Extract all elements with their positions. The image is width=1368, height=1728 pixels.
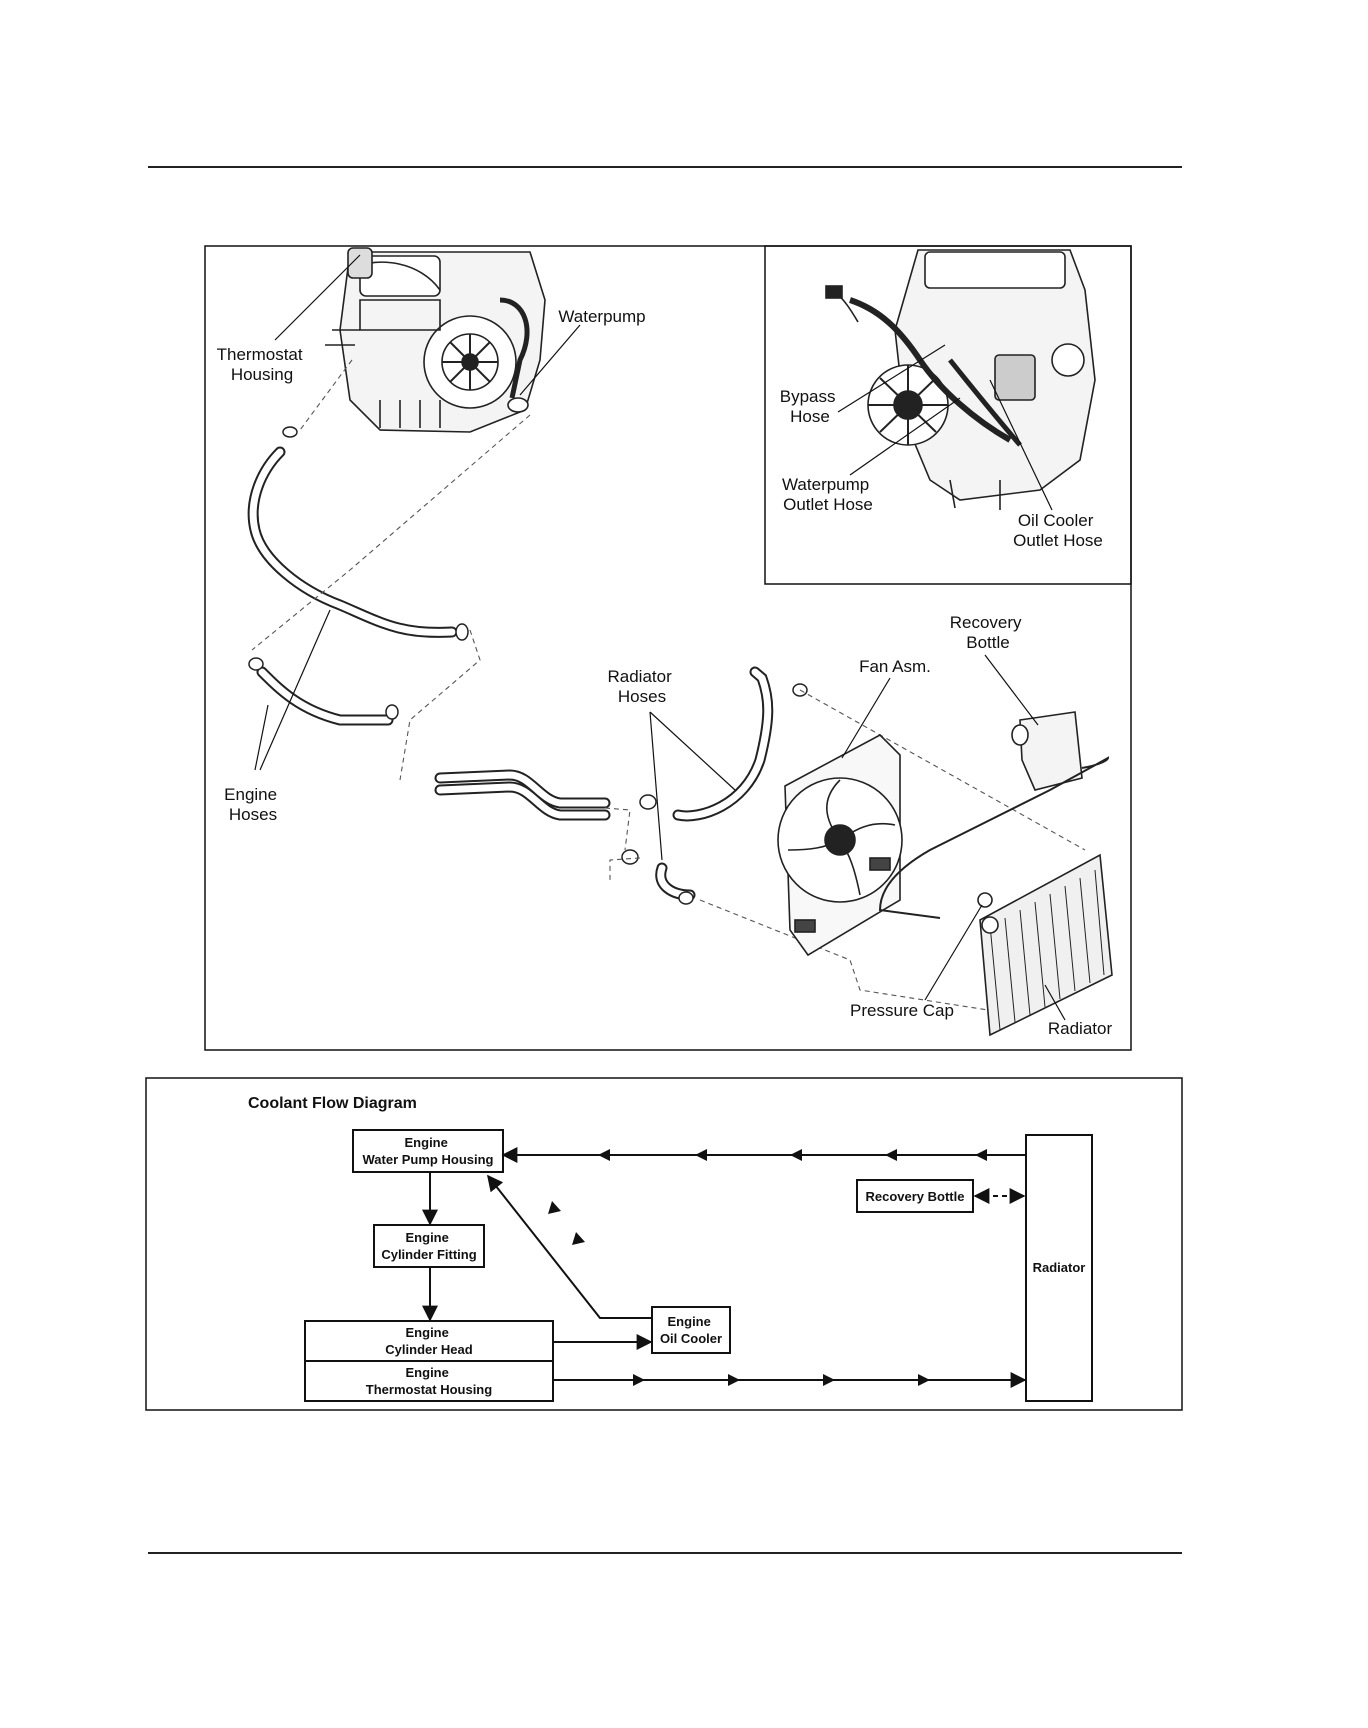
svg-text:Engine Cylinder Fitting: Engine Cylinder Fitting [381, 1230, 476, 1262]
fan-assembly-drawing [777, 734, 903, 957]
callout-waterpump: Waterpump [558, 307, 645, 326]
box-oil-cooler-line1: Engine [668, 1314, 711, 1329]
callout-fan-asm: Fan Asm. [859, 657, 931, 676]
box-water-pump-housing [352, 1129, 504, 1173]
box-recovery-bottle [856, 1179, 974, 1213]
inset-engine-drawing [825, 249, 1096, 510]
box-cylinder-fitting-line2: Cylinder Fitting [381, 1247, 476, 1262]
routing-lines [251, 359, 1086, 1016]
flow-diagram-frame [145, 1077, 1183, 1411]
callout-thermostat-housing: Thermostat Housing [217, 345, 308, 384]
callout-radiator: Radiator [1048, 1019, 1113, 1038]
callout-radiator-hoses: Radiator Hoses [608, 667, 677, 706]
callout-recovery-bottle: Recovery Bottle [950, 613, 1027, 652]
hose-clamps [248, 426, 808, 905]
callout-oil-cooler-outlet-hose: Oil Cooler Outlet Hose [1013, 511, 1103, 550]
svg-text:Engine Thermostat Housing: Engine Thermostat Housing [366, 1365, 492, 1397]
box-water-pump-housing-line2: Water Pump Housing [363, 1152, 494, 1167]
flow-arrows [422, 1147, 1027, 1388]
box-thermostat-housing-line1: Engine [406, 1365, 449, 1380]
engine-hoses-drawing [247, 446, 458, 726]
box-oil-cooler-line2: Oil Cooler [660, 1331, 722, 1346]
box-radiator [1025, 1134, 1093, 1402]
box-radiator-label: Radiator [1033, 1260, 1086, 1275]
box-recovery-bottle-label: Recovery Bottle [866, 1189, 965, 1204]
svg-text:Engine Cylinder Head: Engine Cylinder Head [385, 1325, 472, 1357]
callout-engine-hoses: Engine Hoses [224, 785, 282, 824]
header-rule [148, 166, 1182, 168]
callout-bypass-hose: Bypass Hose [780, 387, 840, 426]
svg-text:Engine Oil Cooler: Engine Oil Cooler [660, 1314, 722, 1346]
radiator-hoses-drawing [434, 666, 774, 901]
leader-lines [254, 254, 1066, 1021]
box-thermostat-housing [304, 1360, 554, 1402]
box-cylinder-head-line2: Cylinder Head [385, 1342, 472, 1357]
callout-waterpump-outlet-hose: Waterpump Outlet Hose [782, 475, 874, 514]
box-thermostat-housing-line2: Thermostat Housing [366, 1382, 492, 1397]
box-oil-cooler [651, 1306, 731, 1354]
radiator-drawing [977, 853, 1113, 1037]
callout-pressure-cap: Pressure Cap [850, 1001, 954, 1020]
box-cylinder-head-line1: Engine [406, 1325, 449, 1340]
engine-drawing [325, 247, 546, 433]
inset-frame [764, 245, 1132, 585]
flow-intermediate-arrowheads [548, 1149, 987, 1386]
box-cylinder-fitting-line1: Engine [406, 1230, 449, 1245]
box-water-pump-housing-line1: Engine [405, 1135, 448, 1150]
box-cylinder-fitting [373, 1224, 485, 1268]
flow-diagram-title: Coolant Flow Diagram [248, 1095, 417, 1112]
svg-text:Engine Water Pump Housing: Engine Water Pump Housing [363, 1135, 494, 1167]
footer-rule [148, 1552, 1182, 1554]
recovery-bottle-drawing [878, 711, 1110, 919]
exploded-view-frame [204, 245, 1132, 1051]
